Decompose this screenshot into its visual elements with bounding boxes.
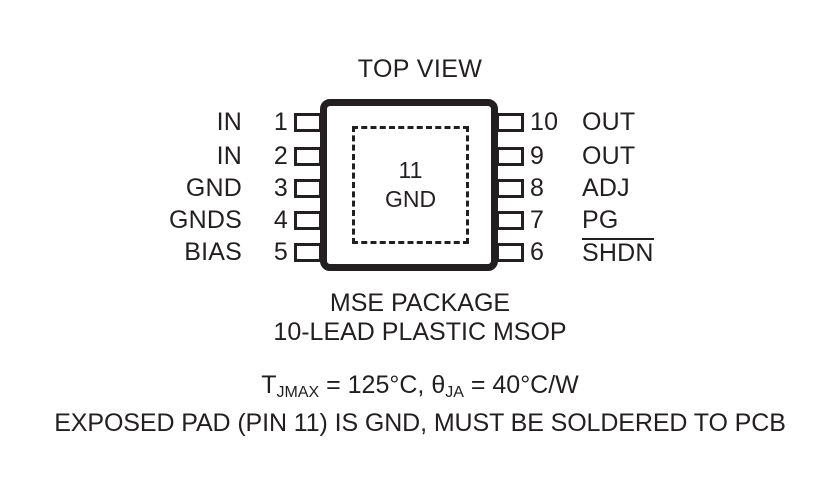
exposed-pad-labels: 11 GND — [352, 126, 469, 244]
pin-lead-10 — [496, 113, 524, 132]
pin-lead-5 — [294, 243, 322, 262]
tjmax-subscript: JMAX — [276, 384, 320, 402]
pin-lead-6 — [496, 243, 524, 262]
pin-number-3: 3 — [273, 173, 288, 202]
pin-name-10: OUT — [582, 107, 636, 136]
exposed-pad-name: GND — [384, 186, 437, 212]
pin-number-7: 7 — [530, 205, 545, 234]
pin-number-1: 1 — [273, 107, 288, 136]
pin-lead-3 — [294, 179, 322, 198]
theta-value: = 40°C/W — [463, 371, 579, 399]
pin-row-8: 8 ADJ — [530, 173, 750, 203]
exposed-pad-number: 11 — [398, 156, 423, 183]
pin-name-7: PG — [582, 205, 619, 234]
page-title: TOP VIEW — [357, 55, 483, 83]
pin-row-7: 7 PG — [530, 205, 750, 235]
tjmax-symbol: T — [261, 371, 277, 399]
pin-row-2: IN 2 — [120, 141, 288, 171]
theta-subscript: JA — [445, 384, 464, 402]
pin-lead-7 — [496, 211, 524, 230]
pin-number-10: 10 — [530, 107, 559, 136]
tjmax-value: = 125°C, — [319, 371, 432, 399]
pin-name-1: IN — [216, 107, 242, 136]
theta-symbol: θ — [431, 371, 446, 399]
pin-name-4: GNDS — [168, 205, 242, 234]
pin-row-1: IN 1 — [120, 107, 288, 137]
pin-lead-4 — [294, 211, 322, 230]
pin-row-9: 9 OUT — [530, 141, 750, 171]
pin-number-6: 6 — [530, 237, 545, 266]
caption-exposed-pad-note: EXPOSED PAD (PIN 11) IS GND, MUST BE SOL… — [54, 409, 786, 437]
pin-lead-2 — [294, 147, 322, 166]
pin-name-6: SHDN — [582, 237, 654, 267]
pin-name-3: GND — [185, 173, 242, 202]
caption-package-name: MSE PACKAGE — [329, 289, 511, 317]
exposed-pad-outline — [352, 126, 469, 244]
pin-lead-9 — [496, 147, 524, 166]
pin-row-5: BIAS 5 — [120, 237, 288, 267]
caption-package-type: 10-LEAD PLASTIC MSOP — [273, 318, 567, 346]
pin-lead-8 — [496, 179, 524, 198]
pin-number-5: 5 — [273, 237, 288, 266]
pin-row-10: 10 OUT — [530, 107, 750, 137]
pin-number-9: 9 — [530, 141, 545, 170]
pin-number-2: 2 — [273, 141, 288, 170]
pin-row-6: 6 SHDN — [530, 237, 750, 267]
pin-number-8: 8 — [530, 173, 545, 202]
pin-row-3: GND 3 — [120, 173, 288, 203]
pin-name-8: ADJ — [582, 173, 630, 202]
pin-row-4: GNDS 4 — [120, 205, 288, 235]
pin-name-5: BIAS — [184, 237, 242, 266]
pin-name-2: IN — [216, 141, 242, 170]
pin-number-4: 4 — [273, 205, 288, 234]
pin-lead-1 — [294, 113, 322, 132]
caption-thermal-spec: TJMAX = 125°C, θJA = 40°C/W — [0, 371, 840, 402]
pin-name-9: OUT — [582, 141, 636, 170]
